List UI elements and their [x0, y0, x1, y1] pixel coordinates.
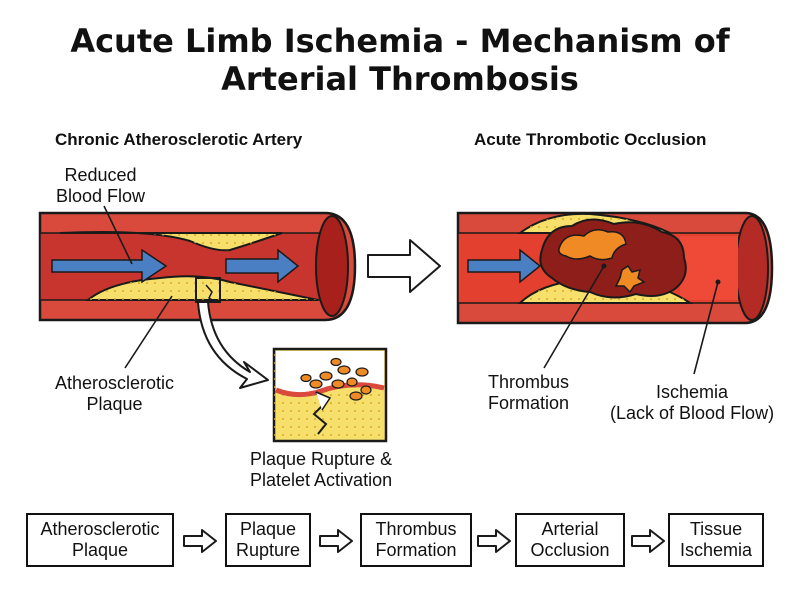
step-arterial-occlusion: Arterial Occlusion [515, 513, 625, 567]
label-atherosclerotic-plaque: Atherosclerotic Plaque [55, 373, 175, 414]
label-thrombus-formation: Thrombus Formation [488, 372, 570, 413]
zoom-callout-arrow [197, 301, 269, 389]
rupture-inset [272, 347, 388, 443]
label-plaque-rupture: Plaque Rupture & Platelet Activation [250, 449, 393, 490]
transition-arrow [367, 239, 441, 293]
page-title: Acute Limb Ischemia - Mechanism of Arter… [0, 22, 800, 98]
step-thrombus-formation: Thrombus Formation [360, 513, 472, 567]
sequence-arrow-icon [183, 529, 217, 553]
label-ischemia: Ischemia (Lack of Blood Flow) [610, 382, 775, 423]
clot-core [558, 229, 627, 261]
flow-arrow-left-2 [225, 248, 300, 284]
sequence-arrow-icon [631, 529, 665, 553]
sequence-arrow-icon [319, 529, 353, 553]
right-panel-title: Acute Thrombotic Occlusion [474, 130, 707, 149]
occluded-artery [456, 211, 774, 325]
flow-arrow-right [467, 248, 542, 284]
mechanism-sequence: Atherosclerotic Plaque Plaque Rupture Th… [0, 513, 800, 573]
left-panel-title: Chronic Atherosclerotic Artery [55, 130, 303, 149]
flow-arrow-left-1 [51, 248, 168, 284]
title-line-2: Arterial Thrombosis [221, 60, 579, 98]
title-line-1: Acute Limb Ischemia - Mechanism of [70, 22, 730, 60]
left-artery-opening [315, 215, 349, 317]
label-reduced-blood-flow: Reduced Blood Flow [56, 165, 146, 206]
chronic-artery [38, 211, 357, 322]
sequence-arrow-icon [477, 529, 511, 553]
step-atherosclerotic-plaque: Atherosclerotic Plaque [26, 513, 174, 567]
step-plaque-rupture: Plaque Rupture [225, 513, 311, 567]
step-tissue-ischemia: Tissue Ischemia [668, 513, 764, 567]
